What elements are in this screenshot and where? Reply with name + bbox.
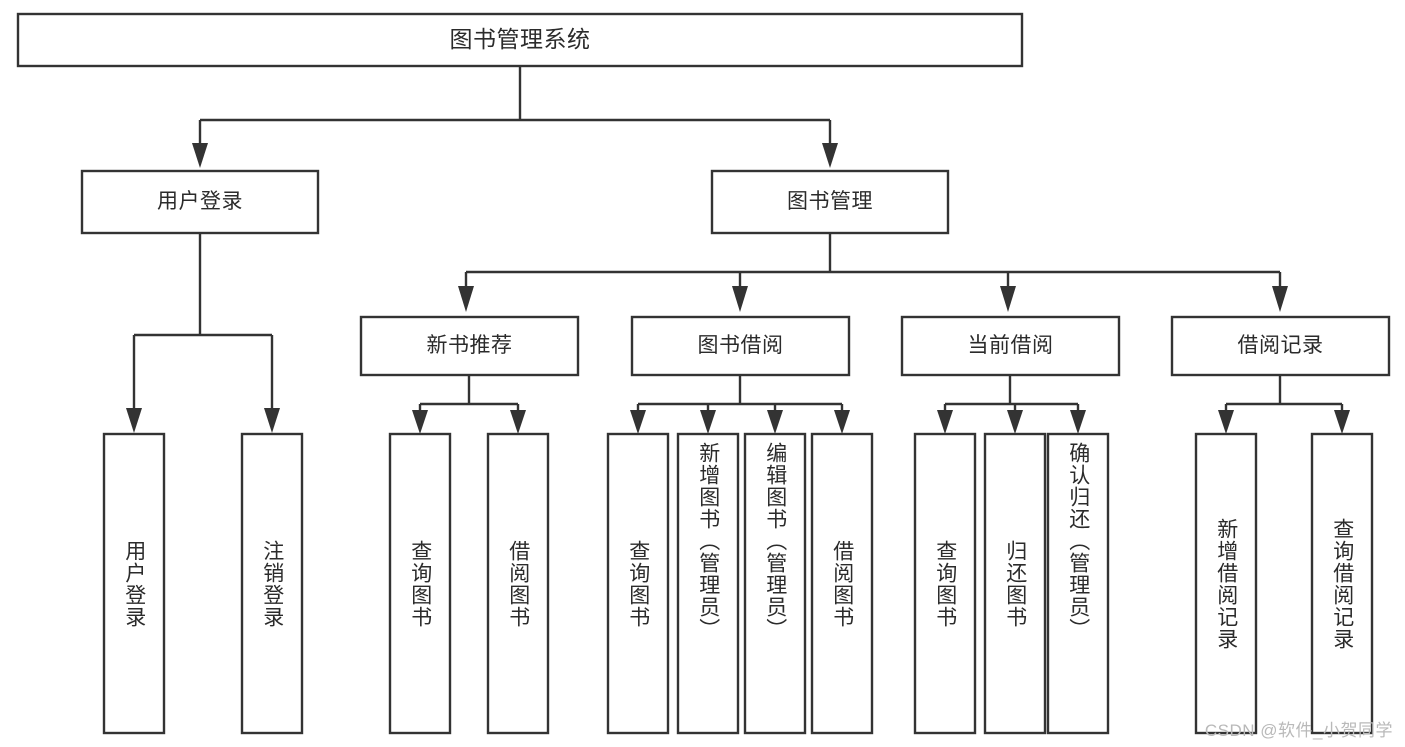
arrowhead-icon-leaf-user-1 <box>126 408 142 433</box>
arrowhead-icon-book-manage <box>822 143 838 168</box>
node-box-leaf-edit-book[interactable] <box>743 432 807 735</box>
node-box-leaf-logout[interactable] <box>240 432 304 735</box>
node-box-leaf-return-book[interactable] <box>983 432 1047 735</box>
arrowhead-icon-new-book <box>458 286 474 312</box>
arrowhead-icon-currentborrow-leaf-2 <box>1007 410 1023 434</box>
node-box-user-login[interactable] <box>80 169 320 235</box>
arrowhead-icon-newbook-leaf-1 <box>412 410 428 434</box>
node-box-book-borrow[interactable] <box>630 315 851 377</box>
connector-group-root <box>192 66 838 168</box>
node-box-current-borrow[interactable] <box>900 315 1121 377</box>
node-box-borrow-record[interactable] <box>1170 315 1391 377</box>
arrowhead-icon-borrowrecord-leaf-2 <box>1334 410 1350 434</box>
arrowhead-icon-bookborrow-leaf-4 <box>834 410 850 434</box>
arrowhead-icon-bookborrow-leaf-1 <box>630 410 646 434</box>
connector-group-new-book <box>412 375 526 434</box>
arrowhead-icon-borrowrecord-leaf-1 <box>1218 410 1234 434</box>
arrowhead-icon-book-borrow <box>732 286 748 312</box>
connector-group-book-borrow <box>630 375 850 434</box>
node-box-leaf-confirm-return[interactable] <box>1046 432 1110 735</box>
node-box-leaf-borrow-book-2[interactable] <box>810 432 874 735</box>
connector-group-book-manage <box>458 233 1288 312</box>
arrowhead-icon-user-login <box>192 143 208 168</box>
node-box-root[interactable] <box>16 12 1024 68</box>
arrowhead-icon-bookborrow-leaf-2 <box>700 410 716 434</box>
node-box-leaf-borrow-book-1[interactable] <box>486 432 550 735</box>
node-box-leaf-add-book[interactable] <box>676 432 740 735</box>
node-box-leaf-add-record[interactable] <box>1194 432 1258 735</box>
node-box-leaf-query-book-2[interactable] <box>606 432 670 735</box>
node-box-new-book-recommend[interactable] <box>359 315 580 377</box>
connector-group-borrow-record <box>1218 375 1350 434</box>
connector-group-user-login <box>126 233 280 433</box>
node-box-leaf-query-book-1[interactable] <box>388 432 452 735</box>
connector-group-current-borrow <box>937 375 1086 434</box>
node-box-leaf-user-login[interactable] <box>102 432 166 735</box>
arrowhead-icon-currentborrow-leaf-3 <box>1070 410 1086 434</box>
arrowhead-icon-bookborrow-leaf-3 <box>767 410 783 434</box>
arrowhead-icon-currentborrow-leaf-1 <box>937 410 953 434</box>
arrowhead-icon-borrow-record <box>1272 286 1288 312</box>
arrowhead-icon-leaf-user-2 <box>264 408 280 433</box>
node-box-leaf-query-book-3[interactable] <box>913 432 977 735</box>
arrowhead-icon-current-borrow <box>1000 286 1016 312</box>
node-box-leaf-query-record[interactable] <box>1310 432 1374 735</box>
node-box-book-manage[interactable] <box>710 169 950 235</box>
arrowhead-icon-newbook-leaf-2 <box>510 410 526 434</box>
